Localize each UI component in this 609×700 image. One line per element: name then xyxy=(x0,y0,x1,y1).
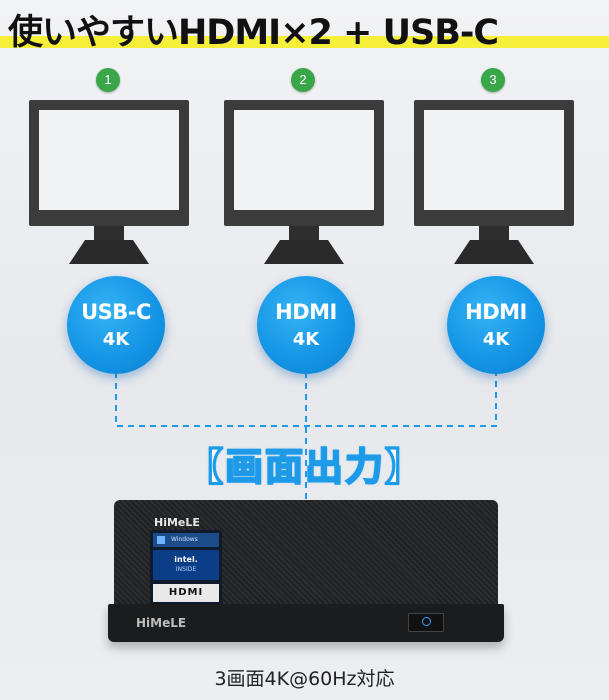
hdmi-sticker-text: HDMI xyxy=(168,587,204,598)
mini-pc-device: HiMeLE Windows intel. INSIDE HDMI HiMeLE xyxy=(108,500,504,644)
port-badge-hdmi-1: HDMI 4K xyxy=(257,276,355,374)
monitor-icon xyxy=(414,100,574,285)
headline: 使いやすいHDMI×2 + USB-C xyxy=(0,0,609,53)
port-resolution: 4K xyxy=(482,329,510,350)
power-icon xyxy=(422,617,431,626)
intel-sticker-text: intel. xyxy=(174,555,198,564)
brand-logo: HiMeLE xyxy=(154,516,200,529)
monitor-number-badge-3: 3 xyxy=(481,68,505,92)
power-button xyxy=(408,613,444,632)
intel-sticker-subtext: INSIDE xyxy=(175,566,197,573)
windows-icon xyxy=(157,536,165,544)
device-front-panel: HiMeLE xyxy=(108,604,504,642)
monitor-number-badge-2: 2 xyxy=(291,68,315,92)
spec-sticker: Windows intel. INSIDE HDMI xyxy=(150,530,222,606)
windows-sticker-text: Windows xyxy=(171,536,198,543)
port-resolution: 4K xyxy=(292,329,320,350)
port-name: USB-C xyxy=(81,300,151,324)
port-name: HDMI xyxy=(465,300,527,324)
front-brand-logo: HiMeLE xyxy=(136,616,187,630)
monitor-icon xyxy=(29,100,189,285)
screen-output-label: 【画面出力】 xyxy=(184,444,425,490)
port-badge-hdmi-2: HDMI 4K xyxy=(447,276,545,374)
headline-text: 使いやすいHDMI×2 + USB-C xyxy=(8,13,499,53)
port-badge-usb-c: USB-C 4K xyxy=(67,276,165,374)
hdmi-sticker: HDMI xyxy=(153,584,219,602)
caption: 3画面4K@60Hz対応 xyxy=(214,668,395,690)
port-resolution: 4K xyxy=(102,329,130,350)
windows-sticker: Windows xyxy=(153,533,219,547)
monitor-number-badge-1: 1 xyxy=(96,68,120,92)
port-name: HDMI xyxy=(275,300,337,324)
intel-sticker: intel. INSIDE xyxy=(153,550,219,580)
monitor-icon xyxy=(224,100,384,285)
device-top-panel: HiMeLE Windows intel. INSIDE HDMI xyxy=(114,500,498,610)
headline-highlight xyxy=(0,36,609,48)
